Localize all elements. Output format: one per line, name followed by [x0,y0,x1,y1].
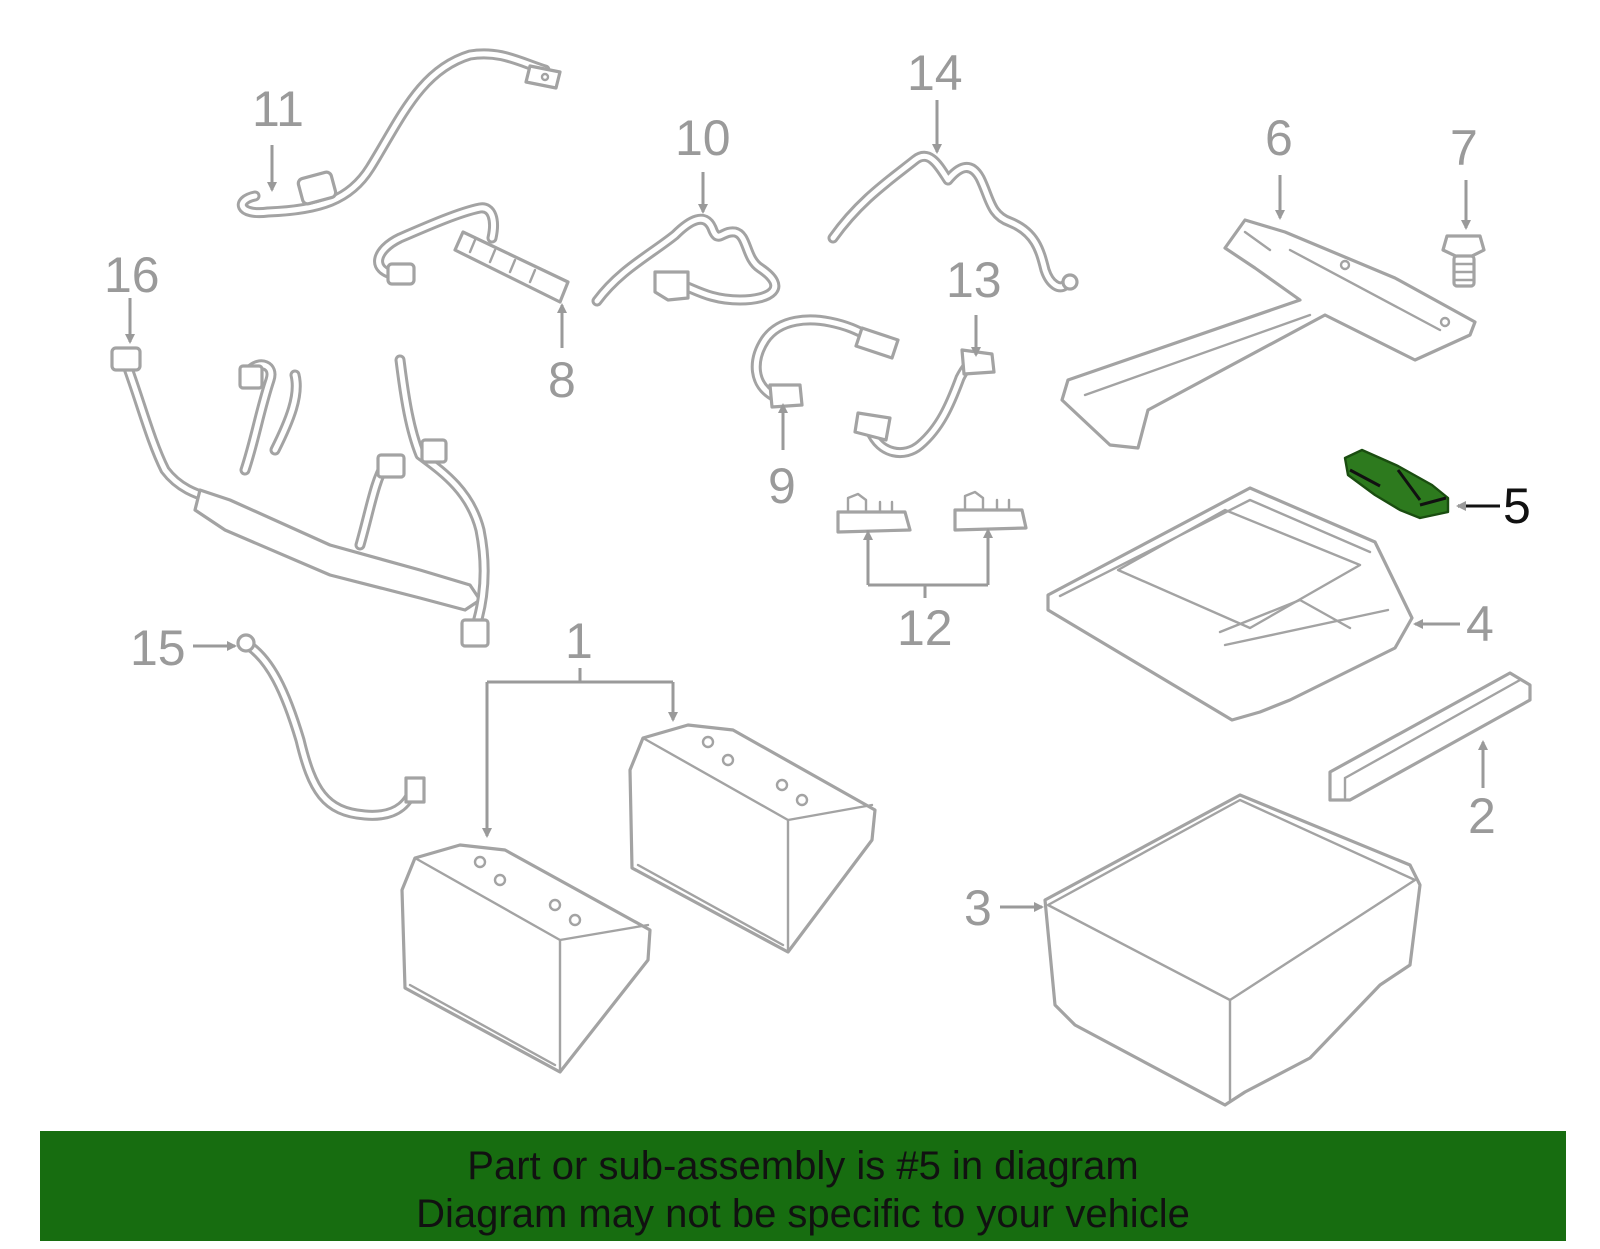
part-1-battery-right[interactable] [628,723,877,954]
callout-11: 11 [252,81,304,137]
callout-8: 8 [548,352,576,408]
callout-6: 6 [1265,110,1293,166]
part-11-cable[interactable] [236,48,562,219]
callout-leaders [125,100,1500,912]
callout-12: 12 [897,600,953,656]
part-16-harness[interactable] [110,346,490,648]
part-10-cable[interactable] [591,213,781,307]
callout-14: 14 [907,45,963,101]
part-12-clips[interactable] [836,490,1028,534]
banner-line-2: Diagram may not be specific to your vehi… [416,1192,1190,1236]
part-13-cable[interactable] [853,348,996,458]
part-6-bracket[interactable] [1060,218,1477,450]
callout-4: 4 [1466,596,1494,652]
part-9-cable[interactable] [750,314,900,409]
info-banner: Part or sub-assembly is #5 in diagram Di… [40,1131,1566,1241]
banner-line-1: Part or sub-assembly is #5 in diagram [467,1144,1139,1188]
callout-2: 2 [1468,788,1496,844]
callout-10: 10 [675,110,731,166]
part-7-bolt[interactable] [1441,234,1486,288]
part-2-strap[interactable] [1328,671,1532,802]
part-15-cable[interactable] [236,633,426,821]
part-14-cable[interactable] [827,150,1079,293]
part-1-battery-left[interactable] [400,843,652,1074]
callout-15: 15 [130,620,186,676]
part-8-cable-bracket[interactable] [373,202,570,304]
callout-5: 5 [1503,478,1531,534]
callout-3: 3 [964,880,992,936]
part-4-cover[interactable] [1046,486,1414,722]
callout-16: 16 [104,247,160,303]
callout-9: 9 [768,458,796,514]
callout-13: 13 [946,252,1002,308]
callout-7: 7 [1450,120,1478,176]
callout-1: 1 [565,613,593,669]
part-3-tray[interactable] [1043,793,1422,1107]
part-5-clamp[interactable] [1343,448,1450,520]
